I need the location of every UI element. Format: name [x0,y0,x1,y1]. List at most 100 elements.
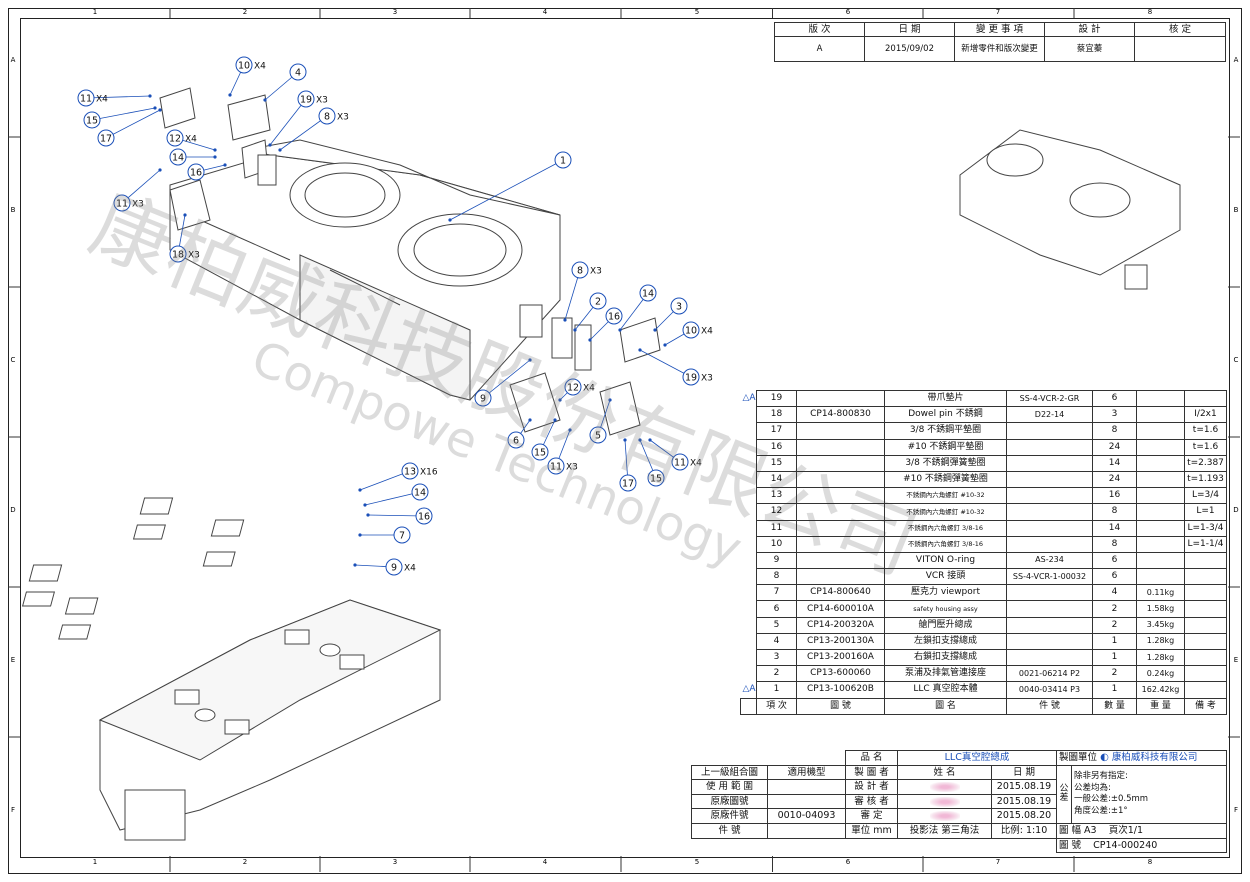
quantity-callout: X4 [96,95,108,105]
balloon-number: 2 [595,297,601,308]
item-balloon [507,431,525,449]
rev-version: A [774,36,865,62]
bom-note [1184,568,1227,586]
zone-row-label: C [1234,356,1239,364]
rev-header-version: 版 次 [774,22,865,37]
designer-label: 設 計 者 [845,779,898,795]
bom-weight [1136,454,1185,472]
bom-rev-mark [741,423,757,439]
item-balloon [169,245,187,263]
leader-arrow [648,438,652,442]
leader-arrow [268,143,272,147]
balloon-number: 11 [674,458,686,469]
balloon-number: 9 [480,394,486,405]
drawer-label: 製 圖 者 [845,764,898,781]
bom-item-no: 3 [756,648,797,667]
applicable-model-label: 適用機型 [767,764,846,781]
bom-drawing-no [796,389,885,408]
bom-qty: 6 [1092,568,1137,586]
bom-rev-mark [741,569,757,585]
bom-part-name: 3/8 不銹鋼平墊圈 [884,422,1007,440]
leader-line [359,470,411,491]
bom-part-name: 泵浦及排氣管連接座 [884,665,1007,683]
zone-row-label: C [11,356,16,364]
date-2: 2015.08.19 [990,793,1058,810]
item-balloon [589,292,607,310]
bom-rev-mark [741,439,757,455]
balloon-number: 12 [169,134,181,145]
bom-weight [1136,422,1185,440]
bom-rev-mark: △A [742,393,756,404]
zone-row-label: F [11,806,15,814]
balloon-number: 7 [399,531,405,542]
balloon-number: 15 [86,116,98,127]
leader-line [482,359,531,399]
item-balloon [235,56,253,74]
zone-row-label: B [1234,206,1239,214]
zone-col-label: 5 [695,858,699,866]
item-balloon [97,129,115,147]
viewport-exploded [21,497,245,640]
balloon-number: 14 [642,289,654,300]
bom-note: L=1-3/4 [1184,519,1227,537]
bom-part-name: safety housing assy [884,600,1007,618]
bom-qty: 14 [1092,454,1137,472]
approver-label: 審 定 [845,808,898,824]
quantity-callout: X3 [590,267,602,277]
zone-col-label: 8 [1148,858,1152,866]
leader-arrow [158,168,162,172]
leader-arrow [573,328,577,332]
quantity-callout: X4 [701,327,713,337]
bom-drawing-no [796,454,885,472]
bom-part-name: Dowel pin 不銹鋼 [884,406,1007,424]
item-balloon [169,148,187,166]
bom-qty: 2 [1092,665,1137,683]
bom-weight [1136,503,1185,521]
item-balloon [564,378,582,396]
drawer-name-blurred [897,779,992,795]
bom-header-drawing: 圖 號 [796,697,885,715]
bom-note [1184,648,1227,667]
leader-arrow [223,163,227,167]
bom-weight: 0.11kg [1136,584,1185,602]
leader-arrow [158,108,162,112]
revision-table: 版 次 日 期 變 更 事 項 設 計 核 定 A 2015/09/02 新增零… [774,22,1226,62]
bom-part-no: 0040-03414 P3 [1006,681,1093,699]
rev-date: 2015/09/02 [864,36,955,62]
bom-drawing-no [796,519,885,537]
zone-row-label: A [11,56,16,64]
bom-weight [1136,389,1185,408]
balloon-number: 4 [295,68,301,79]
bom-note [1184,600,1227,618]
balloon-number: 10 [238,61,250,72]
bom-item-no: 10 [756,535,797,553]
balloon-number: 16 [190,168,202,179]
scale: 比例: 1:10 [990,822,1058,839]
isometric-thumbnail [959,129,1181,290]
bom-weight: 1.58kg [1136,600,1185,618]
bom-item-no: 16 [756,438,797,456]
leader-arrow [448,218,452,222]
bom-qty: 14 [1092,519,1137,537]
bom-weight: 162.42kg [1136,681,1185,699]
leader-arrow [366,513,370,517]
quantity-callout: X3 [316,96,328,106]
rev-change: 新增零件和版次變更 [954,36,1045,62]
leader-arrow [263,98,267,102]
upper-assembly-label: 上一級組合圖 [691,764,768,781]
bom-part-name: 不銹鋼內六角螺釘 #10-32 [884,487,1007,505]
item-balloon [77,89,95,107]
bom-note [1184,681,1227,699]
leader-arrow [528,418,532,422]
rev-designer: 蔡宜蓁 [1044,36,1135,62]
item-balloon [401,462,419,480]
bom-drawing-no: CP14-800830 [796,406,885,424]
bom-weight [1136,470,1185,489]
item-balloon [647,469,665,487]
